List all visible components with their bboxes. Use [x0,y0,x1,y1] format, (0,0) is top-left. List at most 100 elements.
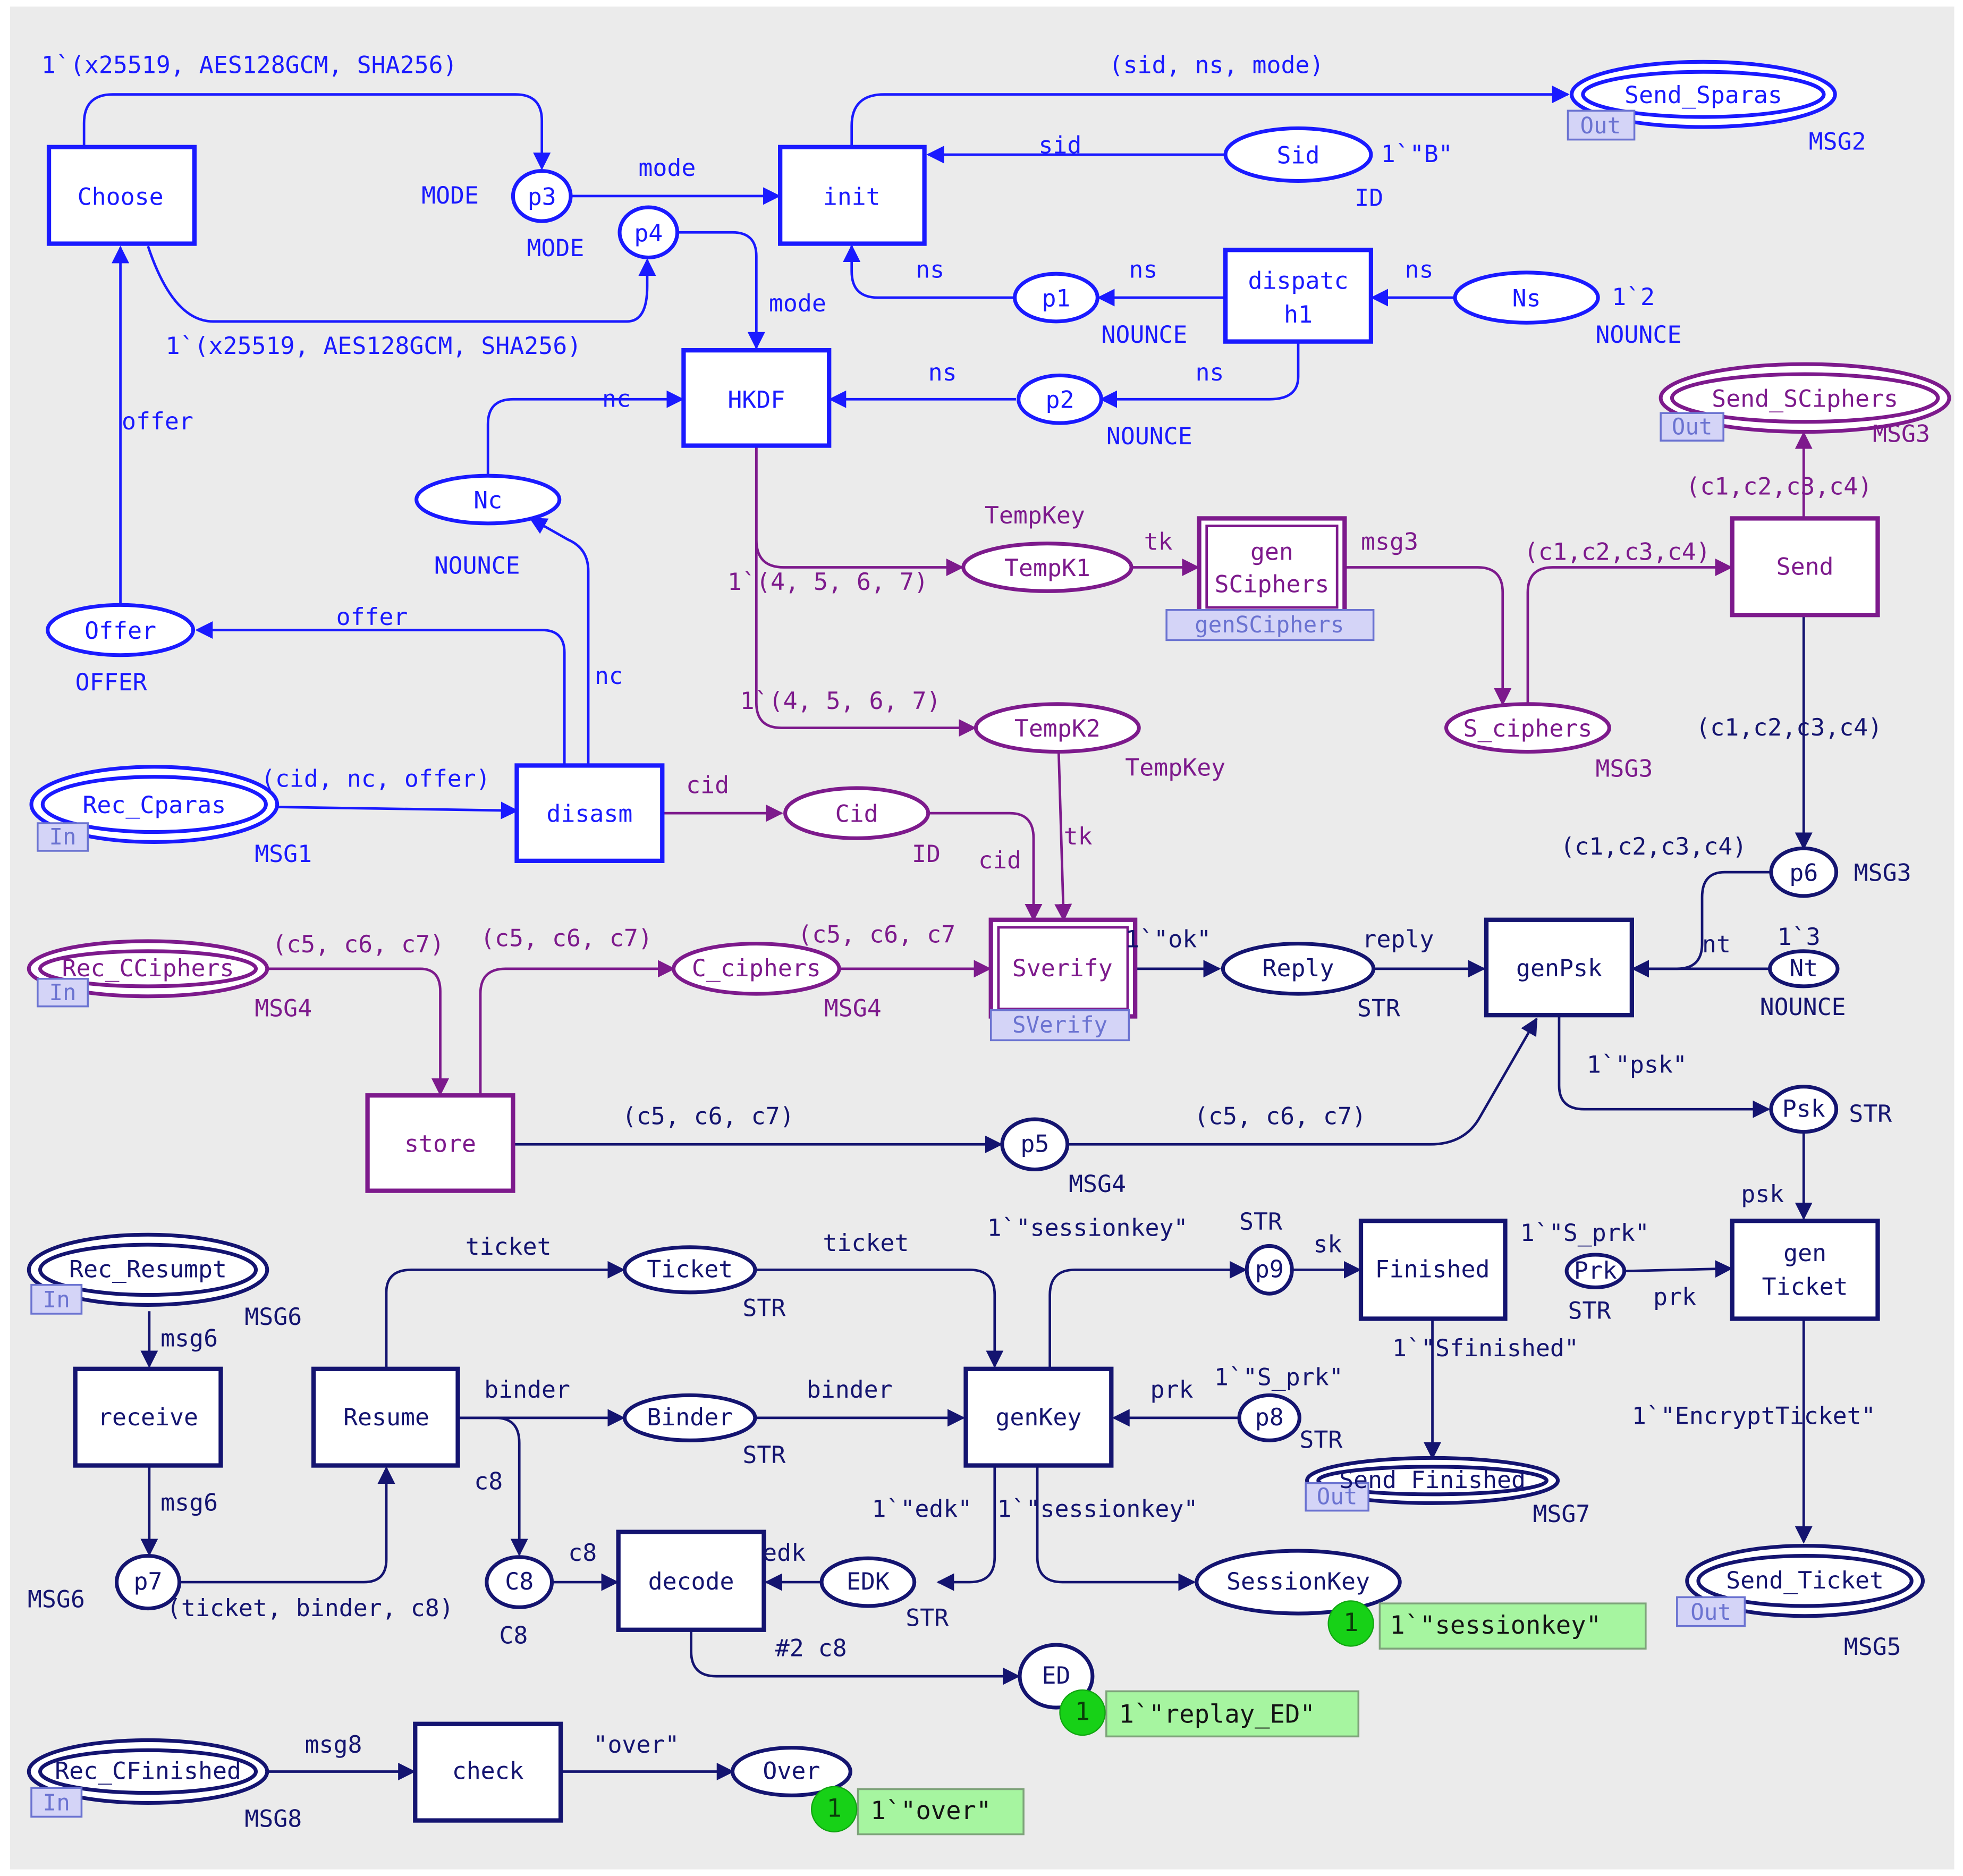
arc-label-psk-genticket: psk [1741,1180,1784,1208]
place-type-p2: NOUNCE [1106,422,1192,450]
place-c-ciphers[interactable] [671,942,841,996]
transition-genkey[interactable] [963,1366,1114,1468]
place-tempk2[interactable] [974,702,1141,754]
transition-label-check: check [452,1757,524,1785]
token-count-ed[interactable] [1059,1689,1106,1736]
place-label-p9: p9 [1255,1255,1284,1283]
place-p3[interactable] [511,169,573,223]
place-offer[interactable] [46,603,196,657]
place-type-nt: NOUNCE [1760,993,1846,1021]
place-label-p8: p8 [1255,1403,1284,1431]
token-count-over[interactable] [810,1786,858,1832]
place-p2[interactable] [1017,373,1103,425]
transition-label-genticket-line1: gen [1783,1239,1826,1267]
transition-check[interactable] [413,1721,563,1823]
port-tag-text-rec-cfinished: In [43,1790,70,1816]
token-count-sessionkey[interactable] [1327,1600,1374,1647]
transition-disasm[interactable] [514,763,665,863]
arc-decode-ed [690,1631,1020,1685]
place-send-sciphers[interactable] [1659,362,1951,434]
place-label-send-sparas: Send_Sparas [1624,81,1782,109]
place-label-rec-cciphers: Rec_CCiphers [62,954,234,982]
place-p4[interactable] [617,205,680,260]
transition-dispatch1[interactable] [1223,248,1374,344]
arc-label-genkey-p9: sk [1313,1230,1342,1258]
place-p5[interactable] [1000,1117,1070,1172]
place-p1[interactable] [1013,272,1099,324]
place-ticket[interactable] [622,1245,757,1295]
place-binder[interactable] [622,1393,757,1442]
place-type-p1: NOUNCE [1101,320,1187,349]
place-label-binder: Binder [647,1403,733,1431]
place-edk[interactable] [819,1556,917,1608]
place-ns[interactable] [1453,271,1600,325]
arc-label-send-out: (c1,c2,c3,c4) [1686,472,1872,501]
place-p8[interactable] [1237,1393,1301,1442]
transition-genticket[interactable] [1730,1219,1880,1321]
arc-label-genkey-sessionkey: 1`"sessionkey" [997,1494,1198,1523]
transition-receive[interactable] [73,1366,223,1468]
place-send-finished[interactable] [1305,1456,1560,1505]
place-c8[interactable] [485,1555,554,1609]
place-sessionkey[interactable] [1195,1549,1402,1616]
arc-genkey-sessionkey [1036,1465,1196,1591]
place-label-s-ciphers: S_ciphers [1463,714,1592,742]
arc-p4-hkdf [677,231,765,350]
arc-label-ns-dispatch: ns [1405,255,1434,283]
arc-disasm-offer [195,621,566,765]
place-init-send-ticket: 1`"EncryptTicket" [1632,1402,1876,1430]
marking-text-over: 1`"over" [870,1796,991,1826]
place-sid[interactable] [1223,126,1373,183]
port-tag-text-send-finished: Out [1317,1484,1358,1510]
arc-sciphers-send [1526,558,1733,704]
place-label-rec-resumpt: Rec_Resumpt [69,1255,227,1283]
arc-label-receive-p7: msg6 [160,1489,218,1517]
transition-label-decode: decode [648,1567,734,1595]
place-s-ciphers[interactable] [1444,702,1611,754]
transition-hkdf[interactable] [681,348,832,448]
place-nc[interactable] [414,474,562,526]
place-label-send-finished: Send_Finished [1339,1466,1526,1494]
transition-store[interactable] [365,1093,515,1193]
place-label-p3: p3 [528,182,556,210]
place-send-sparas[interactable] [1570,60,1837,129]
transition-label-genkey: genKey [995,1403,1081,1431]
place-p6[interactable] [1769,846,1839,898]
transition-resume[interactable] [311,1366,460,1468]
place-tempk1[interactable] [961,542,1133,593]
place-label-tempk2: TempK2 [1014,714,1101,742]
transition-send[interactable] [1730,516,1880,618]
place-rec-cparas[interactable] [29,765,280,844]
place-reply[interactable] [1221,942,1376,996]
place-init-psk: 1`"psk" [1587,1051,1687,1079]
token-number-ed: 1 [1075,1697,1090,1727]
arc-label-sverify-reply: 1`"ok" [1125,925,1211,953]
transition-init[interactable] [778,145,927,246]
place-prk[interactable] [1564,1253,1627,1289]
arc-label-rec-receive: msg6 [160,1324,218,1352]
place-p7[interactable] [114,1553,182,1611]
place-psk[interactable] [1769,1085,1839,1134]
place-p9[interactable] [1245,1244,1294,1296]
transition-label-gensciphers-line2: SCiphers [1214,570,1329,598]
place-cid[interactable] [783,786,930,840]
place-label-p1: p1 [1042,284,1070,312]
place-over[interactable] [730,1746,852,1797]
place-label-cid: Cid [835,800,878,828]
port-tag-send-sparas [1567,109,1636,141]
place-label-send-sciphers: Send_SCiphers [1712,384,1898,412]
transition-decode[interactable] [616,1529,766,1632]
place-rec-resumpt[interactable] [27,1232,269,1307]
place-label-over: Over [763,1757,820,1785]
transition-genpsk[interactable] [1484,917,1634,1018]
arc-store-cciphers [479,960,675,1094]
place-rec-cfinished[interactable] [27,1738,269,1805]
transition-choose[interactable] [46,145,197,246]
place-type-rec-resumpt: MSG6 [244,1303,302,1331]
transition-finished[interactable] [1358,1219,1508,1321]
transition-label-dispatch1-line1: dispatc [1248,267,1349,295]
place-send-ticket[interactable] [1685,1544,1925,1618]
place-nt[interactable] [1767,949,1840,988]
transition-gensciphers[interactable] [1197,516,1347,618]
arc-label-resume-c8: c8 [474,1467,503,1495]
